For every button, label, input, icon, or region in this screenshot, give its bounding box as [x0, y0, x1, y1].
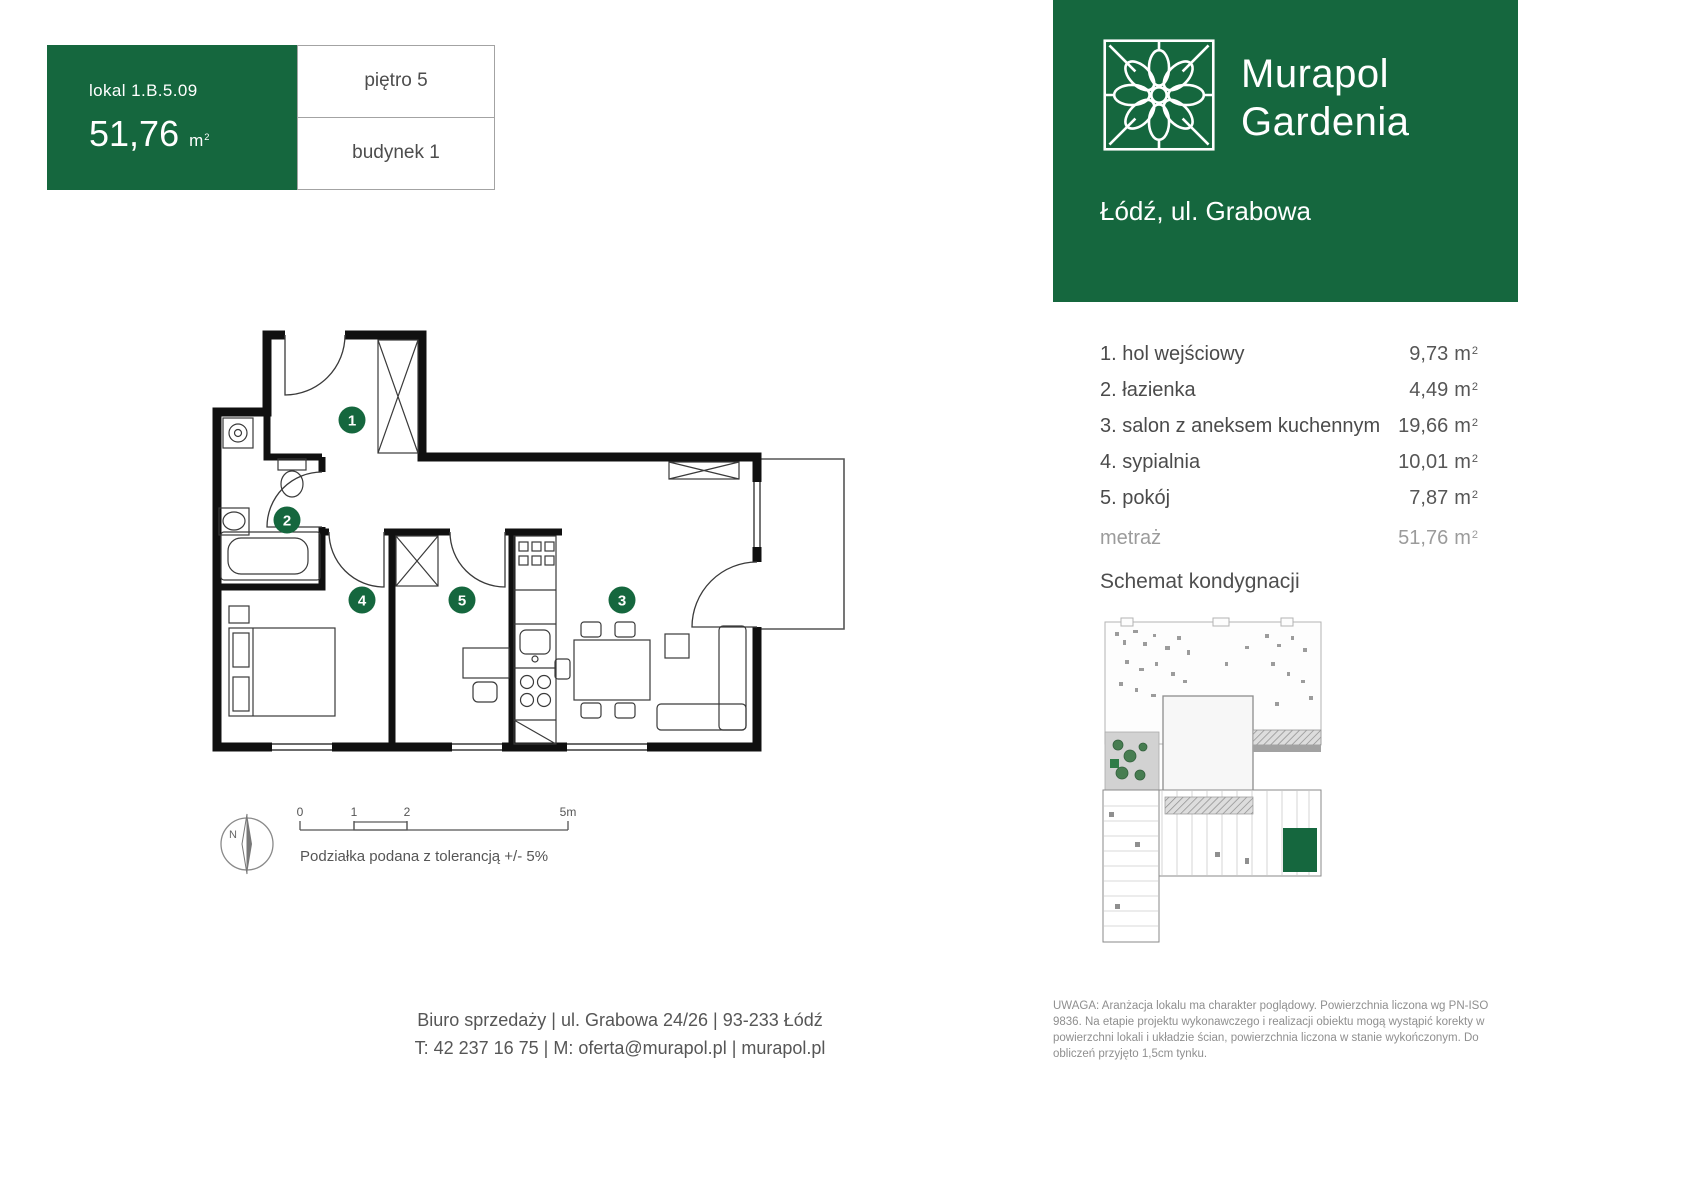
- balcony-outline: [761, 458, 845, 630]
- schematic-highlighted-unit: [1283, 828, 1317, 872]
- unit-card: lokal 1.B.5.09 51,76 m2: [47, 45, 297, 190]
- brand-panel: Murapol Gardenia Łódź, ul. Grabowa: [1053, 0, 1518, 302]
- hall-wardrobe: [377, 339, 419, 454]
- svg-text:0: 0: [297, 805, 304, 819]
- unit-area-value: 51,76: [89, 112, 180, 154]
- room-name: 5. pokój: [1100, 487, 1171, 509]
- room-name: 4. sypialnia: [1100, 451, 1201, 473]
- svg-text:1: 1: [351, 805, 358, 819]
- scale-tolerance-note: Podziałka podana z tolerancją +/- 5%: [300, 848, 549, 865]
- room-name: 1. hol wejściowy: [1100, 343, 1245, 365]
- room-marker-2: 2: [273, 506, 301, 534]
- room-marker-5: 5: [448, 586, 476, 614]
- room-name: 3. salon z aneksem kuchennym: [1100, 415, 1381, 437]
- svg-text:5: 5: [458, 593, 466, 610]
- floor-schematic: [1102, 617, 1322, 943]
- bathroom-fixtures: [218, 417, 321, 581]
- svg-text:5m: 5m: [560, 805, 577, 819]
- floor-plan: 1 2 3 4 5: [212, 330, 845, 752]
- building-label: budynek 1: [352, 142, 440, 164]
- svg-text:1: 1: [348, 413, 356, 430]
- project-address: Łódź, ul. Grabowa: [1100, 196, 1312, 226]
- exterior-walls: [212, 330, 762, 752]
- sales-office-address: Biuro sprzedaży | ul. Grabowa 24/26 | 93…: [417, 1010, 823, 1030]
- room-marker-4: 4: [348, 586, 376, 614]
- svg-text:4: 4: [358, 593, 367, 610]
- room5-furniture: [395, 535, 510, 703]
- room-marker-1: 1: [338, 406, 366, 434]
- interior-walls: [217, 412, 562, 747]
- windows: [272, 482, 761, 751]
- unit-area: 51,76 m2: [89, 113, 297, 155]
- sales-office-info: Biuro sprzedaży | ul. Grabowa 24/26 | 93…: [330, 1006, 910, 1062]
- bedroom-furniture: [228, 605, 336, 717]
- svg-text:3: 3: [618, 593, 626, 610]
- total-label: metraż: [1100, 527, 1162, 549]
- brand-name-line1: Murapol: [1241, 52, 1390, 96]
- doors: [266, 334, 758, 628]
- svg-text:2: 2: [404, 805, 411, 819]
- kitchen-fixtures: [513, 535, 557, 745]
- scale-bar: 0 1 2 5m: [297, 805, 577, 831]
- schematic-garden: [1104, 731, 1160, 791]
- north-compass-icon: N: [220, 813, 274, 875]
- schematic-left-wing: [1102, 789, 1160, 943]
- legal-disclaimer: UWAGA: Aranżacja lokalu ma charakter pog…: [1053, 1000, 1489, 1060]
- sales-office-contact: T: 42 237 16 75 | M: oferta@murapol.pl |…: [414, 1038, 826, 1058]
- schematic-hatch-band: [1252, 729, 1322, 746]
- svg-text:N: N: [229, 829, 237, 841]
- room-marker-3: 3: [608, 586, 636, 614]
- room-markers: 1 2 3 4 5: [273, 406, 636, 614]
- schema-title: Schemat kondygnacji: [1100, 570, 1300, 593]
- brand-name-line2: Gardenia: [1241, 100, 1410, 144]
- room-name: 2. łazienka: [1100, 379, 1196, 401]
- schematic-roof-marks: [1115, 630, 1313, 706]
- unit-info-boxes: piętro 5 budynek 1: [297, 45, 495, 190]
- living-room-furniture: [554, 461, 747, 731]
- murapol-logo-icon: [1103, 39, 1215, 151]
- unit-number: lokal 1.B.5.09: [89, 80, 198, 100]
- svg-text:2: 2: [283, 513, 291, 530]
- unit-area-unit: m2: [189, 130, 210, 150]
- floor-label: piętro 5: [298, 46, 494, 118]
